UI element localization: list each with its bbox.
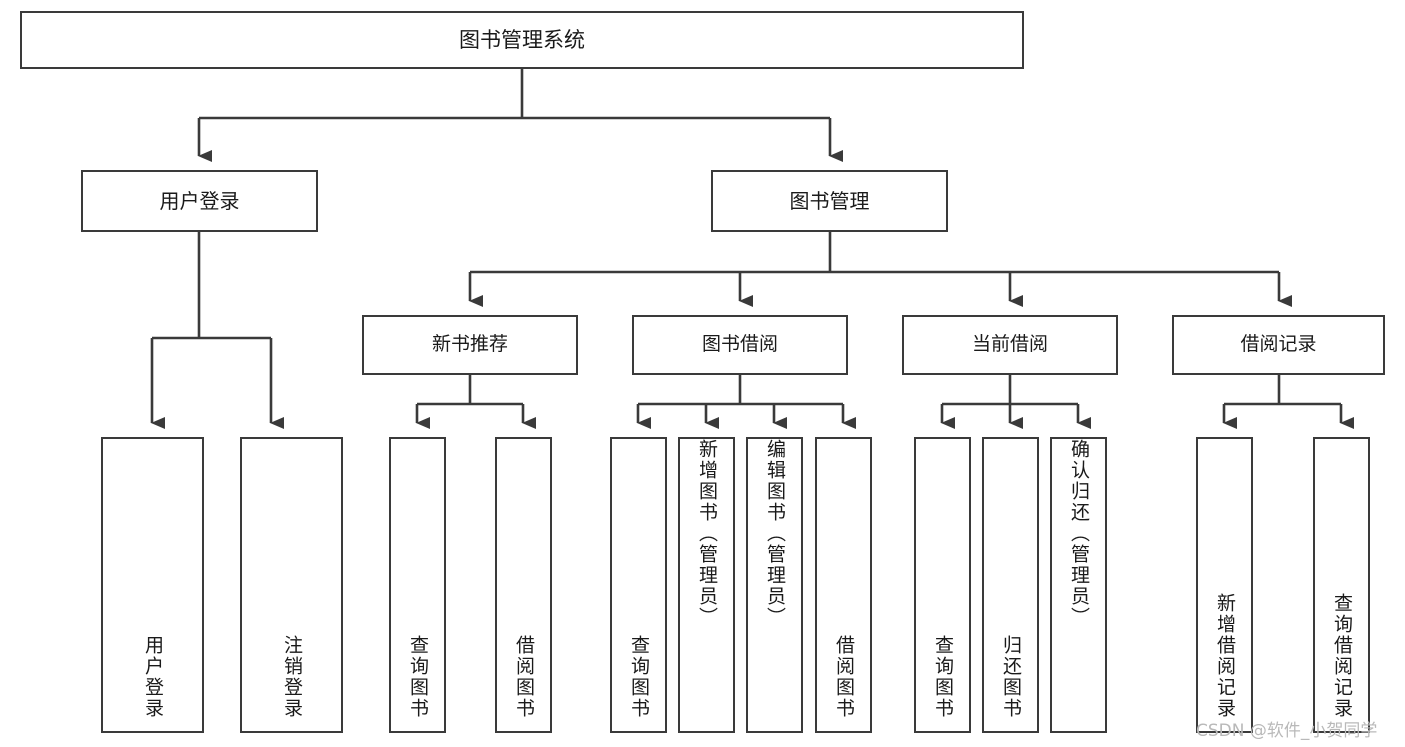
leaf-book-borrow-add[interactable]: 新增图书（管理员）: [678, 437, 735, 733]
leaf-current-borrow-confirm-label: 确认归还（管理员）: [1068, 439, 1090, 628]
node-new-book-recommend-label: 新书推荐: [431, 333, 508, 356]
leaf-borrow-record-query[interactable]: 查询借阅记录: [1313, 437, 1370, 733]
leaf-current-borrow-return-label: 归还图书: [1000, 635, 1022, 719]
leaf-current-borrow-query[interactable]: 查询图书: [914, 437, 971, 733]
node-borrow-record[interactable]: 借阅记录: [1172, 315, 1385, 375]
leaf-current-borrow-confirm[interactable]: 确认归还（管理员）: [1050, 437, 1107, 733]
node-new-book-recommend[interactable]: 新书推荐: [362, 315, 578, 375]
leaf-new-book-query-label: 查询图书: [407, 635, 429, 719]
leaf-borrow-record-add-label: 新增借阅记录: [1214, 593, 1236, 719]
leaf-book-borrow-edit-label: 编辑图书（管理员）: [764, 439, 786, 628]
node-book-borrow[interactable]: 图书借阅: [632, 315, 848, 375]
leaf-book-borrow-query-label: 查询图书: [628, 635, 650, 719]
node-borrow-record-label: 借阅记录: [1240, 333, 1317, 356]
leaf-book-borrow-add-label: 新增图书（管理员）: [696, 439, 718, 628]
node-root[interactable]: 图书管理系统: [20, 11, 1024, 69]
node-user-login-label: 用户登录: [159, 188, 240, 213]
leaf-borrow-record-query-label: 查询借阅记录: [1331, 593, 1353, 719]
node-current-borrow-label: 当前借阅: [971, 333, 1048, 356]
leaf-user-login-signin-label: 用户登录: [142, 635, 164, 719]
leaf-user-login-signout[interactable]: 注销登录: [240, 437, 343, 733]
node-user-login[interactable]: 用户登录: [81, 170, 318, 232]
leaf-new-book-borrow-label: 借阅图书: [513, 635, 535, 719]
leaf-book-borrow-borrow-label: 借阅图书: [833, 635, 855, 719]
leaf-book-borrow-borrow[interactable]: 借阅图书: [815, 437, 872, 733]
watermark: CSDN @软件_小贺同学: [1196, 721, 1378, 741]
node-book-management-label: 图书管理: [789, 188, 870, 213]
leaf-user-login-signin[interactable]: 用户登录: [101, 437, 204, 733]
leaf-book-borrow-edit[interactable]: 编辑图书（管理员）: [746, 437, 803, 733]
leaf-current-borrow-query-label: 查询图书: [932, 635, 954, 719]
node-book-management[interactable]: 图书管理: [711, 170, 948, 232]
leaf-book-borrow-query[interactable]: 查询图书: [610, 437, 667, 733]
leaf-new-book-borrow[interactable]: 借阅图书: [495, 437, 552, 733]
leaf-user-login-signout-label: 注销登录: [281, 635, 303, 719]
leaf-new-book-query[interactable]: 查询图书: [389, 437, 446, 733]
node-current-borrow[interactable]: 当前借阅: [902, 315, 1118, 375]
leaf-current-borrow-return[interactable]: 归还图书: [982, 437, 1039, 733]
node-root-label: 图书管理系统: [459, 27, 585, 52]
leaf-borrow-record-add[interactable]: 新增借阅记录: [1196, 437, 1253, 733]
node-book-borrow-label: 图书借阅: [701, 333, 778, 356]
